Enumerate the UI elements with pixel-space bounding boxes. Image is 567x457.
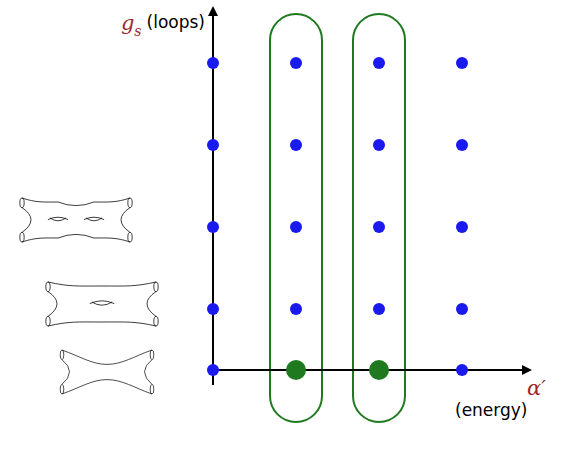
green-band — [353, 14, 405, 422]
green-dots — [286, 360, 389, 380]
worldsheets — [20, 198, 158, 394]
axis-label: (loops) — [147, 14, 205, 31]
green-band — [270, 14, 322, 422]
axis-label: (energy) — [455, 402, 528, 419]
axis-symbol: α′ — [527, 378, 546, 399]
dot-grid — [207, 57, 468, 376]
axis-symbol: g — [121, 13, 134, 34]
axis-subscript: s — [134, 24, 141, 38]
